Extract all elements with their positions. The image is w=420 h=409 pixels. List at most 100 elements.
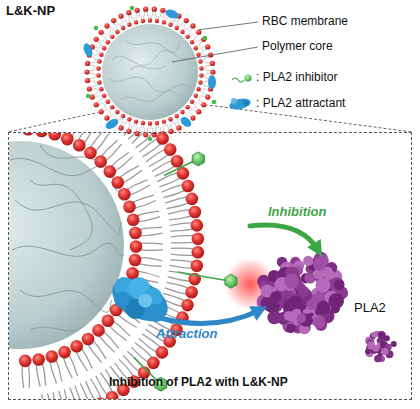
lipid-head — [148, 121, 152, 125]
lipid-head — [190, 99, 194, 103]
enzyme-label: PLA2 — [354, 300, 386, 315]
caption-text: Inhibition of PLA2 with L&K-NP — [109, 375, 288, 389]
lipid-head — [73, 139, 86, 152]
lipid-head — [198, 59, 202, 63]
lipid-head — [127, 213, 140, 226]
enzyme-residue — [298, 286, 309, 297]
lipid-head — [134, 119, 138, 123]
lipid-tail — [80, 383, 90, 399]
inhibitors-zoom — [100, 133, 237, 391]
lipid-head — [104, 115, 109, 120]
enzyme-residue — [297, 313, 307, 323]
lipid-head — [70, 340, 83, 353]
lipid-head — [182, 180, 195, 193]
lipid-head — [118, 125, 123, 130]
lipid-tail — [64, 389, 72, 399]
enzyme-residue — [288, 296, 302, 310]
lipid-head — [191, 219, 204, 232]
enzyme-residue — [284, 274, 299, 289]
lipid-head — [143, 132, 148, 137]
np-backdrop — [84, 6, 216, 138]
zoom-line — [8, 112, 100, 132]
attractant-molecule — [164, 8, 180, 20]
polymer-core — [102, 24, 198, 120]
lipid-head — [199, 66, 203, 70]
lipid-tail — [132, 133, 152, 144]
attractant-molecule — [104, 117, 120, 131]
lipid-head — [123, 200, 136, 213]
lipid-head — [175, 26, 179, 30]
lipid-head — [185, 35, 189, 39]
membrane-lipids-zoom — [19, 133, 204, 399]
lipid-head — [84, 147, 97, 160]
lipid-head — [168, 117, 172, 121]
lipid-head — [141, 121, 145, 125]
lipid-head — [201, 102, 206, 107]
lipid-head — [104, 23, 109, 28]
lipid-head — [175, 114, 179, 118]
lipid-tail — [53, 392, 59, 399]
lipid-head — [192, 246, 205, 259]
part-label: RBC membrane — [262, 14, 348, 28]
part-label: Polymer core — [262, 39, 333, 53]
pla2-enzyme — [257, 252, 349, 334]
figure-title: L&K-NP — [6, 3, 55, 18]
lipid-head — [201, 37, 206, 42]
lipid-head — [82, 333, 95, 346]
pla2-enzyme — [365, 331, 397, 363]
lipid-tail — [70, 388, 78, 399]
lipid-head — [115, 30, 119, 34]
attraction-arrow — [160, 310, 260, 323]
lipid-head — [96, 73, 100, 77]
lipid-head — [199, 73, 203, 77]
inhibitor-tail — [178, 272, 225, 280]
enzyme-residue — [312, 294, 322, 304]
polymer-core-zoom — [9, 141, 124, 349]
lipid-head — [171, 155, 184, 168]
lipid-head — [210, 69, 215, 74]
core-chains — [108, 40, 192, 101]
enzyme-residue — [317, 255, 329, 267]
leader-line — [198, 22, 258, 30]
lipid-head — [126, 10, 131, 15]
lipid-head — [90, 94, 95, 99]
lipid-head — [185, 286, 198, 299]
enzyme-residue — [378, 331, 386, 339]
lipid-head — [48, 133, 61, 141]
lipid-head — [180, 110, 184, 114]
enzyme-residue — [391, 341, 397, 347]
lipid-head — [32, 353, 45, 366]
lipid-head — [198, 80, 202, 84]
lipid-head — [19, 355, 32, 368]
lipid-head — [135, 8, 140, 13]
lipid-head — [94, 155, 107, 168]
lipid-tail — [75, 386, 85, 399]
lipid-tail — [48, 393, 52, 399]
lipid-head — [160, 8, 165, 13]
lipid-head — [92, 324, 105, 337]
enzyme-residue — [313, 315, 326, 328]
lipid-tail — [59, 391, 65, 399]
lipid-head — [168, 23, 172, 27]
lipid-head — [164, 143, 177, 156]
lipid-head — [22, 133, 35, 136]
lipid-head — [99, 30, 104, 35]
lipid-head — [126, 267, 139, 280]
lipid-head — [102, 46, 106, 50]
lipid-head — [189, 206, 202, 219]
zoom-view — [9, 133, 397, 399]
lipid-head — [87, 86, 92, 91]
lipid-head — [129, 227, 142, 240]
lipid-head — [97, 59, 101, 63]
lipid-head — [210, 61, 215, 66]
lipid-head — [196, 109, 201, 114]
lipid-head — [196, 30, 201, 35]
lipid-head — [110, 105, 114, 109]
lipid-head — [194, 93, 198, 97]
lipid-head — [111, 18, 116, 23]
inhibitor-tail — [164, 161, 193, 175]
lipid-head — [99, 87, 103, 91]
attractant-molecule — [82, 42, 94, 58]
